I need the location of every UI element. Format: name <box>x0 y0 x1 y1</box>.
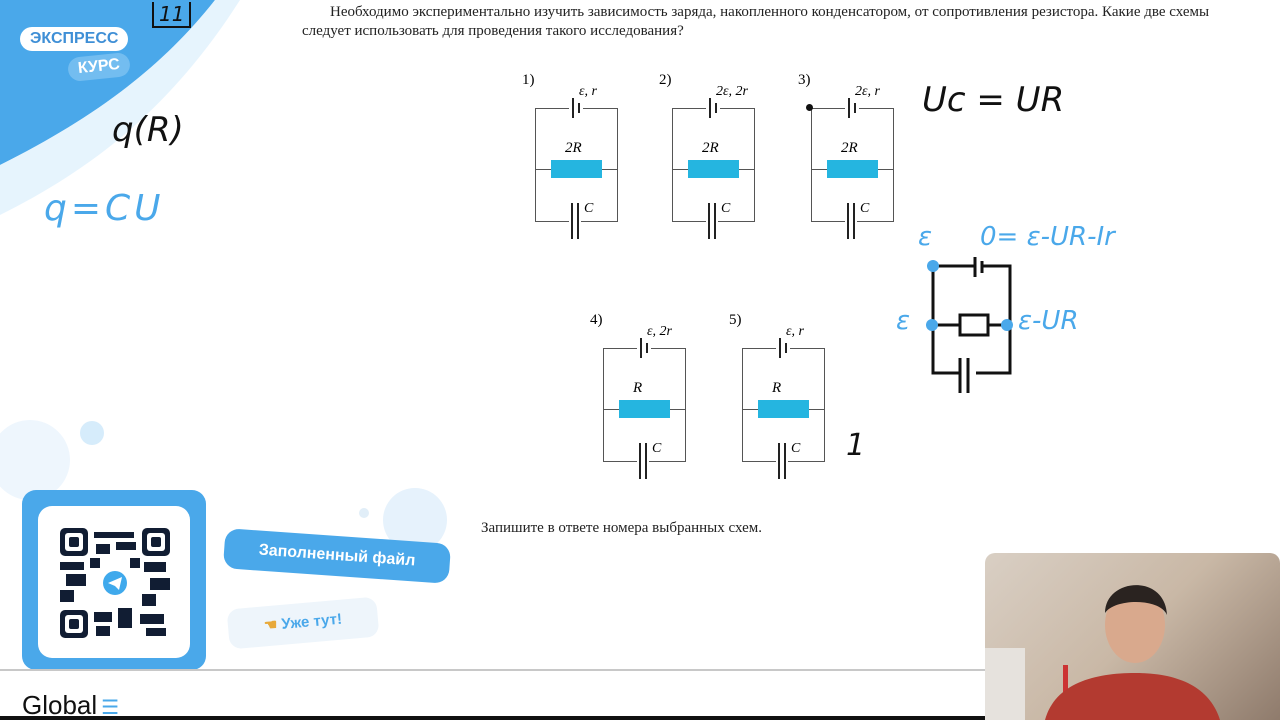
telegram-qr-code[interactable] <box>60 528 170 638</box>
handwritten-q-of-r: q(R) <box>112 110 184 150</box>
capacitor-icon <box>776 443 788 479</box>
task-question: Необходимо экспериментально изучить зави… <box>302 4 1210 39</box>
answer-prompt: Запишите в ответе номера выбранных схем. <box>481 520 762 536</box>
circuit-number: 1) <box>522 72 535 88</box>
resistor-label: R <box>633 380 643 396</box>
source-label: 2ε, 2r <box>716 84 748 99</box>
handwritten-uc-ur: Uc = UR <box>922 80 1065 120</box>
handwritten-mark: 1 <box>846 428 866 463</box>
telegram-icon <box>108 577 122 590</box>
pointing-hand-icon: ☚ <box>263 616 279 635</box>
circuit-5: 5) ε, r R C <box>729 312 842 528</box>
presenter-silhouette <box>985 585 1220 720</box>
resistor-icon <box>551 160 602 178</box>
handwritten-node-top-left: ε <box>918 222 933 252</box>
circuit-node-dot <box>806 104 813 111</box>
circuit-number: 2) <box>659 72 672 88</box>
resistor-label: R <box>772 380 782 396</box>
source-label: 2ε, r <box>855 84 880 99</box>
circuit-4: 4) ε, 2r R C <box>590 312 703 528</box>
capacitor-label: C <box>652 441 662 456</box>
circuit-number: 5) <box>729 312 742 328</box>
webcam-video <box>985 553 1280 720</box>
resistor-label: 2R <box>841 140 858 156</box>
battery-icon <box>776 336 790 360</box>
capacitor-icon <box>845 203 857 239</box>
circuit-number: 4) <box>590 312 603 328</box>
resistor-label: 2R <box>565 140 582 156</box>
battery-icon <box>569 96 583 120</box>
handwritten-node-mid-left: ε <box>896 306 911 336</box>
source-label: ε, 2r <box>647 324 672 339</box>
battery-icon <box>706 96 720 120</box>
capacitor-icon <box>706 203 718 239</box>
resistor-icon <box>758 400 809 418</box>
capacitor-label: C <box>721 201 731 216</box>
express-badge: ЭКСПРЕСС <box>20 27 129 51</box>
circuit-number: 3) <box>798 72 811 88</box>
task-number: 11 <box>152 2 192 28</box>
resistor-icon <box>688 160 739 178</box>
handwritten-circuit-sketch <box>926 257 1013 393</box>
handwritten-kirchhoff: 0= ε-UR-Ir <box>980 222 1115 252</box>
capacitor-label: C <box>791 441 801 456</box>
source-label: ε, r <box>579 84 597 99</box>
handwritten-node-mid-right: ε-UR <box>1018 306 1079 336</box>
capacitor-label: C <box>584 201 594 216</box>
capacitor-icon <box>637 443 649 479</box>
handwritten-q-cu: q=CU <box>44 188 165 229</box>
circuit-2: 2) 2ε, 2r 2R C <box>659 72 772 288</box>
circuit-3: 3) 2ε, r 2R C <box>798 72 911 288</box>
resistor-label: 2R <box>702 140 719 156</box>
resistor-icon <box>619 400 670 418</box>
capacitor-label: C <box>860 201 870 216</box>
footer-logo: Global☰ <box>22 690 120 720</box>
resistor-icon <box>827 160 878 178</box>
circuit-1: 1) ε, r 2R C <box>522 72 635 288</box>
logo-mark-icon: ☰ <box>101 697 120 719</box>
capacitor-icon <box>569 203 581 239</box>
battery-icon <box>845 96 859 120</box>
battery-icon <box>637 336 651 360</box>
source-label: ε, r <box>786 324 804 339</box>
